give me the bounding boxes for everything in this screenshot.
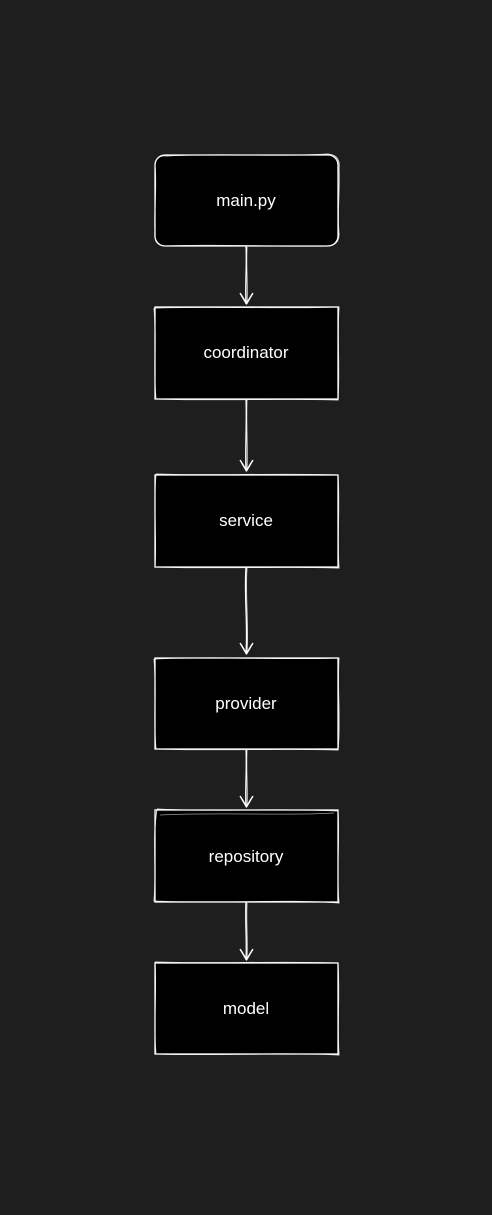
edge-service-to-provider bbox=[239, 566, 254, 655]
node-label: repository bbox=[209, 847, 284, 866]
node-label: service bbox=[219, 511, 273, 530]
node-coordinator[interactable]: coordinator bbox=[153, 306, 340, 401]
edge-repository-to-model bbox=[239, 901, 254, 961]
node-model[interactable]: model bbox=[154, 961, 340, 1056]
edge-provider-to-repository bbox=[239, 748, 254, 808]
node-main-py[interactable]: main.py bbox=[154, 153, 340, 247]
node-provider[interactable]: provider bbox=[153, 657, 340, 751]
node-label: coordinator bbox=[203, 343, 288, 362]
nodes-layer: main.py coordinator service provider bbox=[153, 153, 340, 1056]
node-label: provider bbox=[215, 694, 277, 713]
edge-main-py-to-coordinator bbox=[239, 245, 254, 305]
edge-coordinator-to-service bbox=[239, 398, 254, 472]
node-service[interactable]: service bbox=[154, 473, 340, 569]
node-repository[interactable]: repository bbox=[153, 808, 340, 904]
node-label: model bbox=[223, 999, 269, 1018]
edges-layer bbox=[239, 245, 254, 961]
node-label: main.py bbox=[216, 191, 276, 210]
